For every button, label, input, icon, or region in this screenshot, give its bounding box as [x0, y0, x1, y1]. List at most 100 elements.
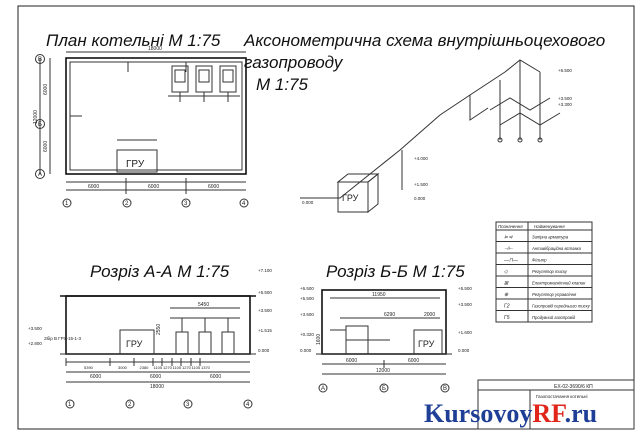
axon-title-scale: М 1:75: [256, 75, 309, 94]
section-aa-axis-4: 4: [246, 402, 250, 408]
section-bb-level-2: +5.500: [300, 296, 314, 301]
legend-header-name: Найменування: [534, 223, 565, 229]
section-aa-dim-part: 3000: [118, 365, 128, 370]
section-aa-gru-note: Збір В ГРУ-15-1-3: [44, 336, 82, 341]
section-aa-dim-total: 18000: [150, 384, 164, 390]
section-bb-axis-v: В: [443, 386, 447, 392]
axon-level-6: 0.000: [414, 196, 426, 201]
plan-dim-bay-2: 6000: [148, 184, 159, 190]
plan-gru-label: ГРУ: [126, 159, 145, 170]
section-bb-dim-inner: 6290: [384, 312, 395, 318]
plan-dim-total: 18000: [148, 46, 162, 52]
legend-symbol: ⊕: [504, 292, 509, 298]
section-bb-title: Розріз Б-Б М 1:75: [326, 262, 465, 281]
section-bb-level-8: +1.600: [458, 330, 472, 335]
plan-axis-4: 4: [242, 201, 246, 207]
plan-axis-2: 2: [125, 201, 129, 207]
plan-axis-b: Б: [38, 122, 42, 128]
plan-dim-left-2: 6000: [43, 141, 49, 152]
plan-title: План котельні М 1:75: [46, 31, 221, 50]
section-aa-dim-part: 1105: [173, 365, 182, 370]
axon-level-5: +1.500: [414, 182, 428, 187]
boilers: [168, 65, 240, 102]
section-aa-gru-label: ГРУ: [126, 339, 143, 349]
section-bb-axis-a: А: [321, 386, 325, 392]
section-aa-dim-part: 1105: [192, 365, 201, 370]
watermark-logo: KursovoyRF.ru: [424, 399, 597, 428]
section-aa-dim-part: 1370: [201, 365, 211, 370]
section-aa-dim-height: 2550: [156, 324, 162, 335]
section-bb-dim-right: 2000: [424, 312, 435, 318]
section-aa-axis-2: 2: [128, 402, 132, 408]
section-bb-dim-bay-1: 6000: [346, 358, 357, 364]
axon-gru-label: ГРУ: [342, 193, 359, 203]
section-bb-dim-bay-2: 6000: [408, 358, 419, 364]
section-aa-dim-bay-1: 6000: [90, 374, 101, 380]
section-bb-gru: [413, 329, 443, 355]
section-aa-dim-part: 1270: [163, 365, 173, 370]
stamp-description: Газопостачання котельні: [536, 394, 588, 399]
section-aa-dim-top: 5450: [198, 302, 209, 308]
legend-label: Регулятор тиску: [532, 269, 568, 274]
plan-inner-wall: [69, 61, 243, 171]
plan-axis-1: 1: [65, 201, 69, 207]
section-aa-level-4: +1.515: [258, 328, 272, 333]
plan-axis-a: А: [38, 172, 42, 178]
section-aa-level-6: +3.500: [28, 326, 42, 331]
axonometric-scheme: ГРУ +6.500 +3.500 +3.300 +4.000 +1.500 0…: [300, 59, 572, 214]
plan-dim-bay-3: 6000: [208, 184, 219, 190]
legend-label: Фільтр: [532, 258, 547, 263]
legend-header-symbol: Позначення: [498, 224, 523, 229]
plan-outer-wall: [65, 57, 247, 175]
plan-axis-3: 3: [184, 201, 188, 207]
section-bb-level-5: 0.000: [300, 348, 312, 353]
section-bb-dim-total: 12000: [376, 368, 390, 374]
section-aa-axis-1: 1: [68, 402, 72, 408]
section-bb-level-7: +3.500: [458, 302, 472, 307]
section-aa-dim-bay-2: 6000: [150, 374, 161, 380]
axon-level-7: 0.000: [302, 200, 314, 205]
axon-level-3: +3.300: [558, 102, 572, 107]
axon-title-line1: Аксонометрична схема внутрішньоцехового: [243, 31, 605, 50]
section-bb: 11950 6290 2000 ГРУ 1600 6000 6000 12000…: [300, 286, 472, 393]
sheet-frame: [17, 5, 635, 430]
section-aa-level-5: 0.000: [258, 348, 270, 353]
section-bb-level-4: +0.320: [300, 332, 314, 337]
section-bb-dim-top: 11950: [372, 292, 386, 298]
section-aa-level-1: +7.100: [258, 268, 272, 273]
legend-label: Електромагнітний клапан: [532, 281, 586, 286]
section-aa-level-3: +3.500: [258, 308, 272, 313]
section-aa: ГРУ 5450 2550 Збір В ГРУ-15-1-3 5390 3000…: [28, 268, 272, 409]
axon-level-1: +6.500: [558, 68, 572, 73]
axon-level-2: +3.500: [558, 96, 572, 101]
plan-dim-left-total: 12000: [33, 110, 39, 124]
legend-symbol: ⊠: [504, 281, 509, 287]
plan-dim-bay-1: 6000: [88, 184, 99, 190]
section-aa-dim-part: 5390: [84, 365, 94, 370]
axon-level-4: +4.000: [414, 156, 428, 161]
legend-symbol: —⊓—: [503, 258, 519, 264]
section-aa-dim-part: 1270: [182, 365, 192, 370]
legend-rows: ⊳⊲Запірна арматура⊣⊢Антивібраційна встав…: [496, 235, 592, 323]
section-aa-dim-bay-3: 6000: [210, 374, 221, 380]
legend-symbol: Г5: [504, 315, 510, 321]
stamp-code: ЕХ-02-3690/6 КП: [554, 384, 593, 390]
section-aa-title: Розріз А-А М 1:75: [90, 262, 230, 281]
section-aa-axis-3: 3: [186, 402, 190, 408]
legend-symbol: ⊳⊲: [504, 235, 513, 241]
plan-axis-v: В: [38, 57, 42, 63]
section-bb-dim-height: 1600: [316, 334, 322, 345]
section-bb-level-3: +3.500: [300, 312, 314, 317]
axon-title-line2: газопроводу: [244, 53, 344, 72]
section-bb-level-9: 0.000: [458, 348, 470, 353]
section-bb-gru-label: ГРУ: [418, 339, 435, 349]
plan-gru-room: [116, 149, 158, 173]
legend-label: Регулятор управління: [532, 292, 577, 297]
section-aa-dim-part: 1105: [154, 365, 163, 370]
boiler-plan: ГРУ 6000 6000 6000 18000 12000 6000 6000…: [33, 46, 249, 208]
legend-symbol: Г2: [504, 304, 510, 310]
legend-symbol: ⊣⊢: [504, 246, 513, 252]
section-aa-boilers: [170, 317, 240, 355]
